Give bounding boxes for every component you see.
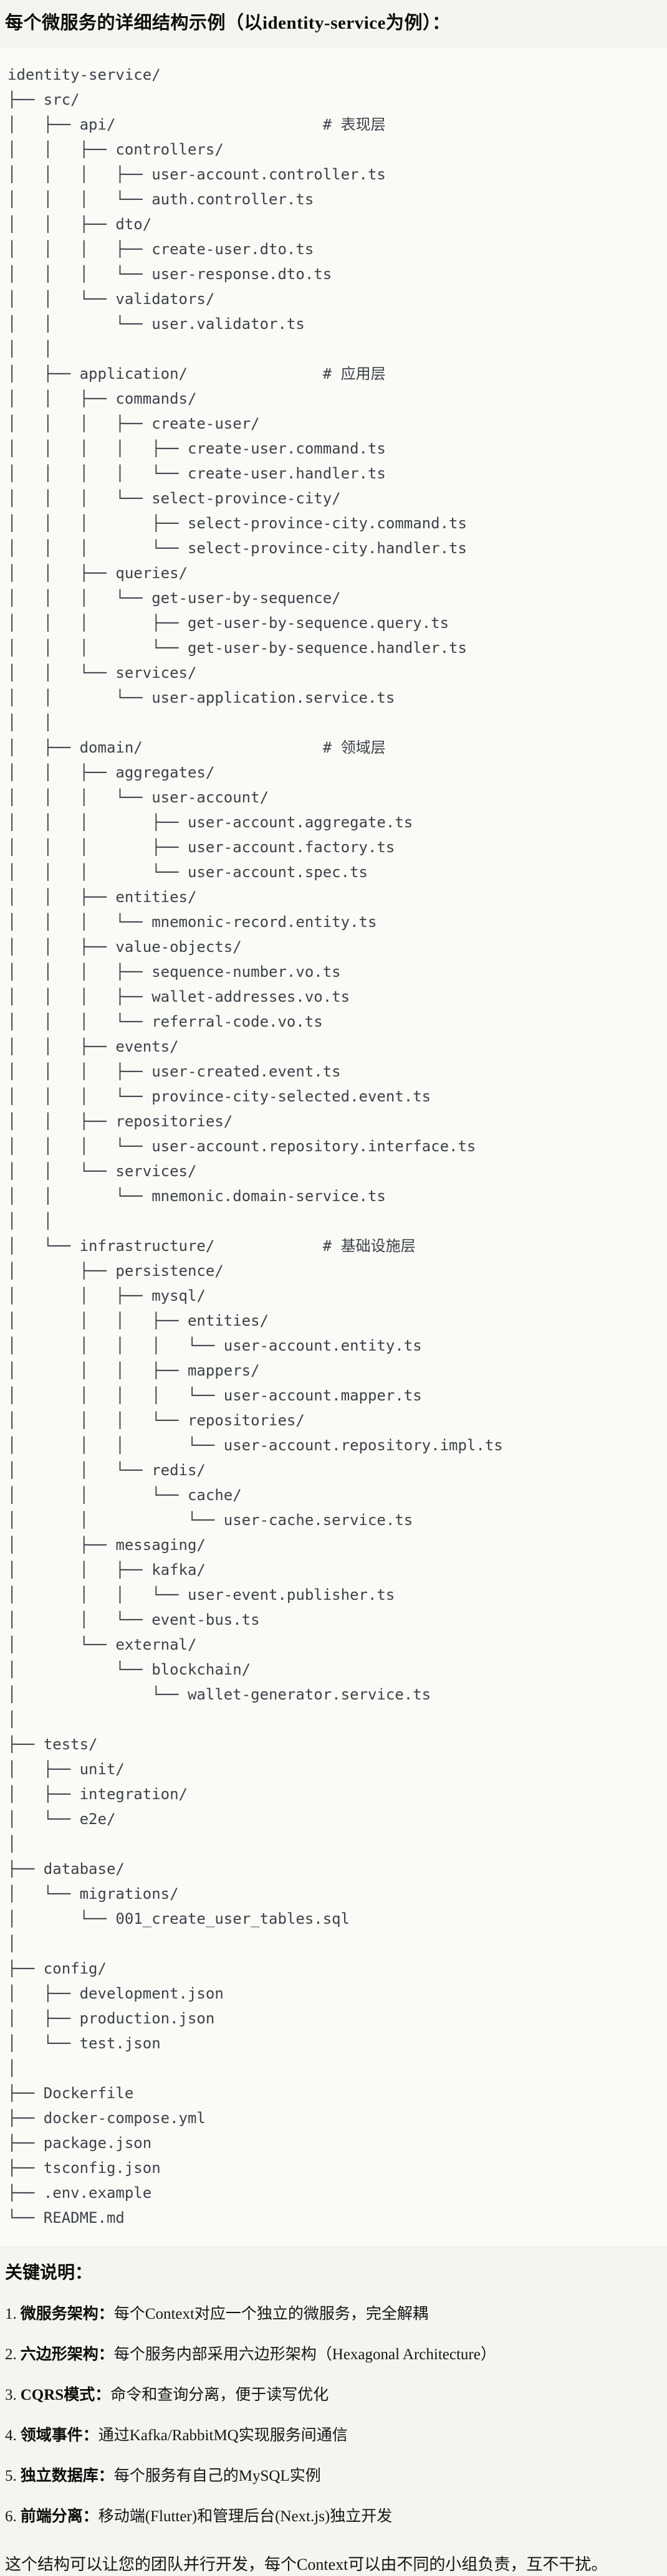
list-item: 4.领域事件：通过Kafka/RabbitMQ实现服务间通信 bbox=[5, 2425, 660, 2446]
item-label: 独立数据库： bbox=[20, 2468, 114, 2484]
item-number: 4. bbox=[5, 2427, 17, 2444]
list-item: 5.独立数据库：每个服务有自己的MySQL实例 bbox=[5, 2466, 660, 2487]
item-text: 每个Context对应一个独立的微服务，完全解耦 bbox=[113, 2306, 428, 2322]
item-number: 1. bbox=[5, 2306, 17, 2322]
item-label: 微服务架构： bbox=[20, 2306, 114, 2322]
item-label: 领域事件： bbox=[20, 2427, 98, 2444]
item-text: 通过Kafka/RabbitMQ实现服务间通信 bbox=[98, 2427, 348, 2444]
item-number: 2. bbox=[5, 2346, 17, 2363]
item-number: 5. bbox=[5, 2468, 17, 2484]
item-number: 6. bbox=[5, 2508, 17, 2525]
item-number: 3. bbox=[5, 2387, 17, 2403]
item-text: 命令和查询分离，便于读写优化 bbox=[110, 2387, 329, 2403]
list-item: 1.微服务架构：每个Context对应一个独立的微服务，完全解耦 bbox=[5, 2304, 660, 2325]
item-text: 每个服务内部采用六边形架构（Hexagonal Architecture） bbox=[113, 2346, 496, 2363]
code-block: identity-service/ ├── src/ │ ├── api/ # … bbox=[0, 47, 667, 2247]
item-label: 前端分离： bbox=[20, 2508, 98, 2525]
item-label: CQRS模式： bbox=[20, 2387, 111, 2403]
item-text: 移动端(Flutter)和管理后台(Next.js)独立开发 bbox=[98, 2508, 393, 2525]
page-title: 每个微服务的详细结构示例（以identity-service为例）： bbox=[5, 13, 451, 33]
list-item: 2.六边形架构：每个服务内部采用六边形架构（Hexagonal Architec… bbox=[5, 2344, 660, 2365]
item-label: 六边形架构： bbox=[20, 2346, 114, 2363]
list-item: 6.前端分离：移动端(Flutter)和管理后台(Next.js)独立开发 bbox=[5, 2506, 660, 2527]
item-text: 每个服务有自己的MySQL实例 bbox=[113, 2468, 321, 2484]
notes-section: 关键说明： 1.微服务架构：每个Context对应一个独立的微服务，完全解耦 2… bbox=[0, 2262, 667, 2576]
closing-paragraph: 这个结构可以让您的团队并行开发，每个Context可以由不同的小组负责，互不干扰… bbox=[5, 2555, 608, 2574]
directory-tree: identity-service/ ├── src/ │ ├── api/ # … bbox=[7, 66, 503, 2227]
list-item: 3.CQRS模式：命令和查询分离，便于读写优化 bbox=[5, 2385, 660, 2406]
notes-heading: 关键说明： bbox=[5, 2263, 93, 2283]
